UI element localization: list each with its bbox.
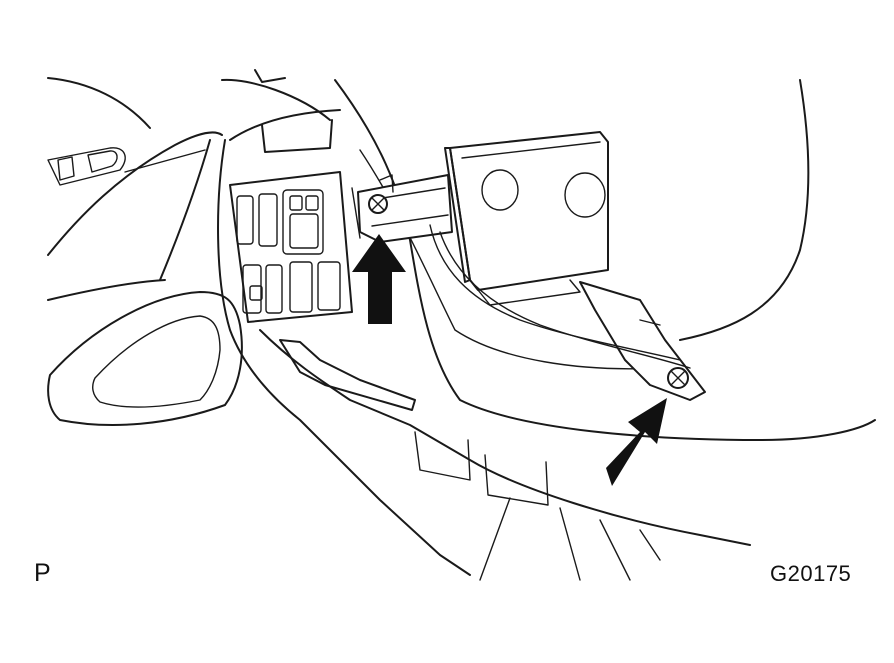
arrow-up-icon [352,234,406,324]
view-label: P [34,559,51,587]
upper-bracket [351,174,453,243]
door-trim [47,77,223,301]
wire-harness [429,224,691,369]
lower-bracket [579,281,706,401]
arrow-up-right-icon [606,398,667,486]
switch-panel [229,171,353,323]
control-module [444,131,609,306]
figure-code: G20175 [770,561,852,586]
door-handle-pocket [47,291,243,426]
